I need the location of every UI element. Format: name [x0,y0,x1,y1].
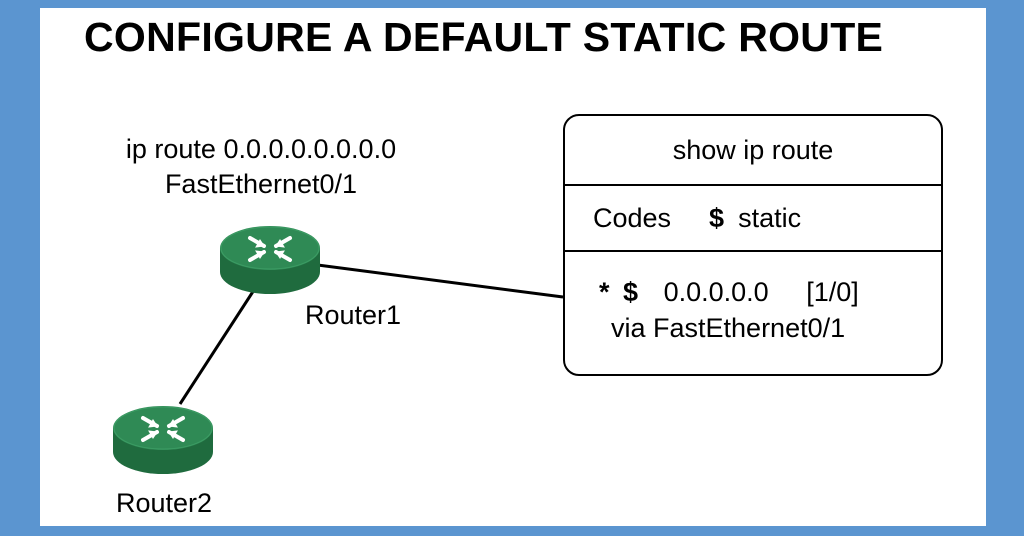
codes-meaning: static [738,202,802,233]
router2-icon[interactable] [113,400,213,478]
command-line-2: FastEthernet0/1 [164,169,358,199]
command-line-1: ip route 0.0.0.0.0.0.0.0 [125,134,397,164]
link-lines [178,262,564,405]
codes-symbol: $ [709,202,725,233]
route-metric: [1/0] [806,277,859,307]
router2-label: Router2 [116,488,213,518]
diagram-title: CONFIGURE A DEFAULT STATIC ROUTE [84,14,884,60]
route-flag: * [599,277,610,307]
link-router1-router2 [178,289,256,405]
route-network: 0.0.0.0.0 [663,277,769,307]
panel-header: show ip route [565,116,941,186]
router1-icon[interactable] [220,220,320,298]
codes-label: Codes [593,202,672,233]
panel-codes-row: Codes $ static [565,186,941,252]
diagram-canvas: CONFIGURE A DEFAULT STATIC ROUTE ip rout… [40,8,986,526]
command-text: ip route 0.0.0.0.0.0.0.0 FastEthernet0/1 [96,132,426,202]
show-ip-route-panel: show ip route Codes $ static * $ 0.0.0.0… [563,114,943,376]
router1-label: Router1 [305,300,402,330]
route-symbol: $ [623,277,639,307]
link-router1-panel [309,262,564,299]
panel-route-entry: * $ 0.0.0.0.0 [1/0] via FastEthernet0/1 [565,252,941,346]
route-via: via FastEthernet0/1 [611,313,846,343]
